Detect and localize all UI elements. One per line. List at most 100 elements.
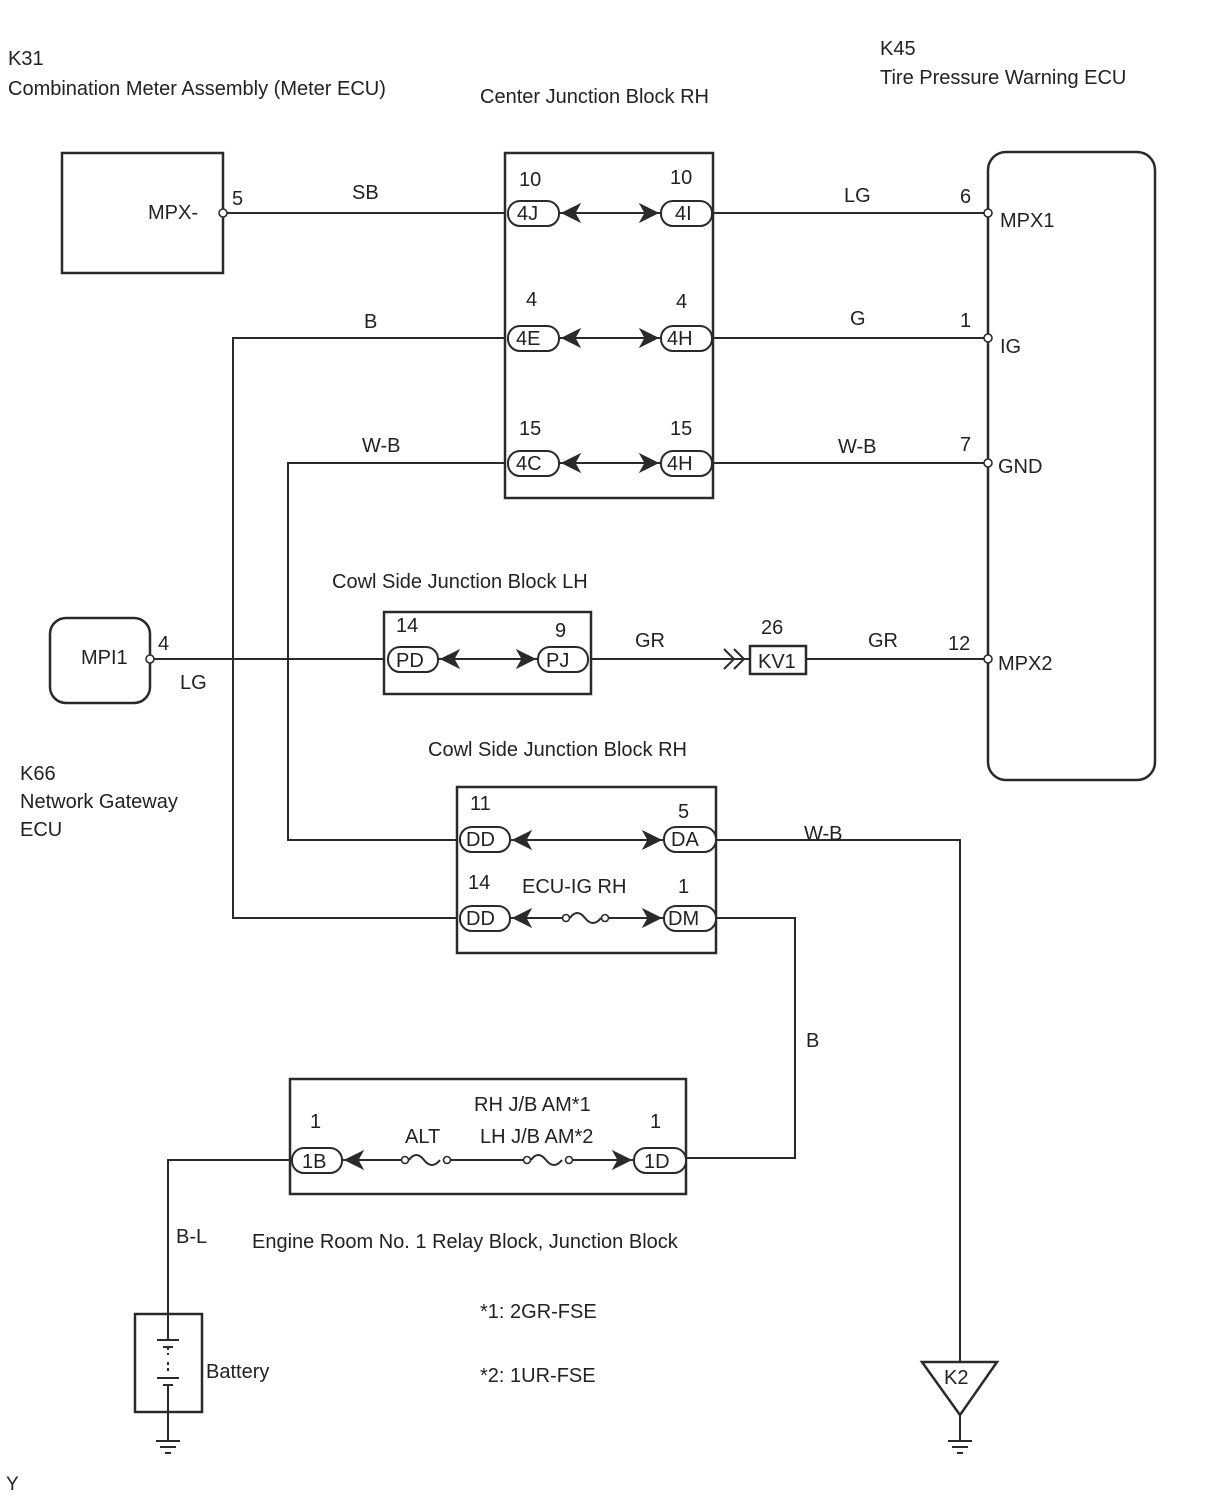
connector-4j-label: 4J [517, 203, 538, 225]
wire-label-g: G [850, 308, 866, 330]
connector-pd-label: PD [396, 650, 424, 672]
ground-icon [156, 1440, 180, 1454]
center-jb-row3-right-num: 15 [670, 418, 692, 440]
k45-terminal-ig [983, 333, 993, 343]
k45-code: K45 [880, 38, 916, 60]
arrow-left-icon [439, 648, 461, 670]
wire-bl [167, 1159, 292, 1314]
arrow-left-icon [511, 829, 533, 851]
arrow-right-icon [641, 907, 663, 929]
connector-4h-lower-label: 4H [667, 453, 693, 475]
center-jb-row2-left-num: 4 [526, 289, 537, 311]
wire-label-lg-k45: LG [844, 185, 871, 207]
wire-wb-ground [716, 839, 961, 1362]
arrow-right-icon [611, 1149, 633, 1171]
wire-b-left [232, 337, 508, 919]
connector-1d-label: 1D [644, 1151, 670, 1173]
k45-pin-mpx2-num: 12 [948, 633, 970, 655]
arrow-left-icon [560, 202, 582, 224]
k31-pin-number: 5 [232, 188, 243, 210]
wires [151, 212, 988, 1362]
center-jb-title: Center Junction Block RH [480, 86, 709, 108]
k31-code: K31 [8, 48, 44, 70]
cowl-lh-left-num: 14 [396, 615, 418, 637]
connector-da-label: DA [671, 829, 699, 851]
cowl-rh-row1-left-num: 11 [470, 793, 491, 815]
connector-dd-lower-label: DD [466, 908, 495, 930]
connector-dm-label: DM [668, 908, 699, 930]
chevron-right-icon [733, 648, 746, 670]
k45-terminal-mpx2 [983, 654, 993, 664]
battery-icon [157, 1314, 179, 1440]
cowl-lh-title: Cowl Side Junction Block LH [332, 571, 588, 593]
k45-pin-gnd-label: GND [998, 456, 1042, 478]
connector-1b-label: 1B [302, 1151, 326, 1173]
engine-room-right-num: 1 [650, 1111, 661, 1133]
cowl-rh-row2-left-num: 14 [468, 872, 490, 894]
fuse-line2-label: LH J/B AM*2 [480, 1126, 593, 1148]
wire-label-wb-left: W-B [362, 435, 401, 457]
k66-pin-number: 4 [158, 633, 169, 655]
k31-name: Combination Meter Assembly (Meter ECU) [8, 78, 386, 100]
cowl-rh-title: Cowl Side Junction Block RH [428, 739, 687, 761]
wire-label-bl: B-L [176, 1226, 207, 1248]
k45-pin-ig-num: 1 [960, 310, 971, 332]
ground-icon [948, 1440, 972, 1454]
fuse-alt-label: ALT [405, 1126, 440, 1148]
arrow-right-icon [641, 829, 663, 851]
connector-4h-upper-label: 4H [667, 328, 693, 350]
k45-name: Tire Pressure Warning ECU [880, 67, 1126, 89]
fuse-line1-label: RH J/B AM*1 [474, 1094, 591, 1116]
wire-wb-left [287, 462, 508, 841]
arrow-right-icon [638, 452, 660, 474]
k66-pin-label: MPI1 [81, 647, 128, 669]
k66-name-line2: ECU [20, 819, 62, 841]
cowl-lh-right-num: 9 [555, 620, 566, 642]
k31-pin-label: MPX- [148, 202, 198, 224]
k45-pin-mpx2-label: MPX2 [998, 653, 1052, 675]
chevron-right-icon [723, 648, 736, 670]
battery-label: Battery [206, 1361, 269, 1383]
corner-mark: Y [6, 1474, 19, 1495]
arrow-right-icon [638, 327, 660, 349]
center-jb-row2-right-num: 4 [676, 291, 687, 313]
connector-kv1-num: 26 [761, 617, 783, 639]
connector-4c-label: 4C [516, 453, 542, 475]
k66-name-line1: Network Gateway [20, 791, 178, 813]
k45-terminal-mpx1 [983, 208, 993, 218]
wire-label-gr-right: GR [868, 630, 898, 652]
arrow-left-icon [511, 907, 533, 929]
wire-label-b-vertical: B [806, 1030, 819, 1052]
k31-terminal [218, 208, 228, 218]
wire-label-b-top: B [364, 311, 377, 333]
arrow-left-icon [560, 452, 582, 474]
note-1: *1: 2GR-FSE [480, 1301, 597, 1323]
fuse-icon [522, 1154, 574, 1166]
arrow-left-icon [560, 327, 582, 349]
cowl-rh-row2-right-num: 1 [678, 876, 689, 898]
fuse-icon [400, 1154, 452, 1166]
connector-kv1-label: KV1 [758, 651, 796, 673]
connector-dd-upper-label: DD [466, 829, 495, 851]
wire-b-vertical [686, 917, 796, 1159]
wire-label-wb-ground: W-B [804, 823, 843, 845]
wire-label-wb-right: W-B [838, 436, 877, 458]
engine-room-box [288, 1077, 688, 1196]
connector-4e-label: 4E [516, 328, 540, 350]
engine-room-left-num: 1 [310, 1111, 321, 1133]
k45-pin-mpx1-num: 6 [960, 186, 971, 208]
center-jb-row1-left-num: 10 [519, 169, 541, 191]
cowl-rh-row1-right-num: 5 [678, 801, 689, 823]
wire-label-sb: SB [352, 182, 379, 204]
center-jb-row3-left-num: 15 [519, 418, 541, 440]
k66-terminal [145, 654, 155, 664]
fuse-ecu-ig-rh-label: ECU-IG RH [522, 876, 626, 898]
k45-terminal-gnd [983, 458, 993, 468]
connector-kv1 [748, 644, 808, 676]
engine-room-title: Engine Room No. 1 Relay Block, Junction … [252, 1231, 679, 1253]
k45-pin-gnd-num: 7 [960, 434, 971, 456]
k66-code: K66 [20, 763, 56, 785]
wire-label-gr-left: GR [635, 630, 665, 652]
center-jb-row1-right-num: 10 [670, 167, 692, 189]
ground-k2-triangle [919, 1360, 1000, 1418]
